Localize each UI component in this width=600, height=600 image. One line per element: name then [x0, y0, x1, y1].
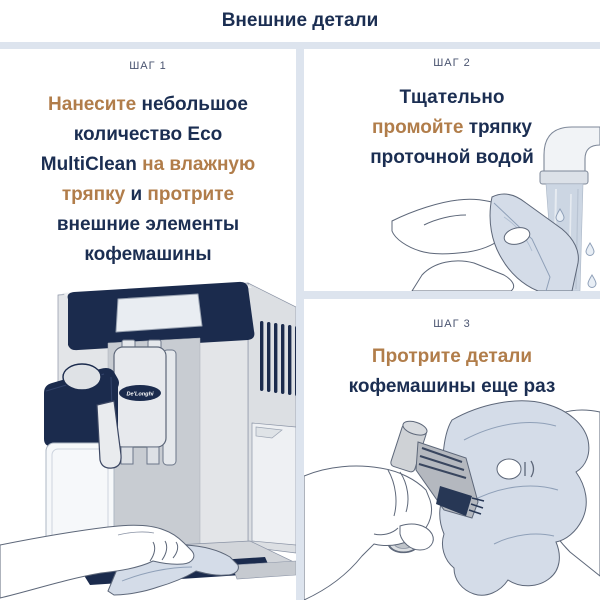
instruction-segment: кофемашины — [84, 244, 212, 265]
header-divider — [0, 42, 600, 49]
rinse-cloth-illustration — [391, 126, 600, 291]
step-3-label: ШАГ 3 — [433, 318, 471, 330]
motion-marks — [524, 460, 535, 478]
page-title: Внешние детали — [221, 10, 379, 31]
thumb-gap — [503, 227, 531, 245]
wiping-hand — [0, 524, 195, 599]
instruction-segment: на влажную — [142, 154, 256, 175]
instruction-segment: проточной водой — [370, 147, 534, 168]
instruction-segment: тряпку — [468, 117, 532, 138]
step-2-panel: ШАГ 2 Тщательно промойте тряпку проточной … — [304, 49, 600, 291]
brand-badge — [119, 385, 161, 401]
instruction-segment: промойте — [372, 117, 469, 138]
milk-carafe — [44, 363, 122, 556]
instruction-segment: Тщательно — [399, 87, 505, 108]
instruction-segment: MultiClean — [40, 154, 143, 175]
display-screen — [115, 293, 203, 333]
milk-spout — [96, 400, 122, 469]
faucet — [539, 126, 600, 185]
left-thumb — [399, 523, 434, 551]
instruction-segment: небольшое — [141, 94, 248, 115]
drying-cloth — [439, 400, 590, 596]
step-1-label: ШАГ 1 — [129, 60, 167, 72]
machine-side — [247, 282, 296, 554]
brand-badge-text: De'Longhi — [126, 392, 154, 398]
instruction-segment: протрите — [147, 184, 235, 205]
vent-grille — [260, 321, 296, 396]
step-2-label: ШАГ 2 — [433, 57, 471, 69]
wipe-part-illustration — [304, 400, 600, 600]
water-drop — [555, 208, 597, 288]
coffee-dispenser: De'Longhi — [113, 339, 177, 466]
instruction-segment: и — [130, 184, 148, 205]
vertical-divider — [296, 49, 304, 600]
instruction-segment: Протрите детали — [371, 346, 533, 367]
instruction-segment: Нанесите — [48, 94, 142, 115]
thumb-gap — [496, 458, 522, 480]
carafe-knob — [62, 363, 102, 391]
lower-hand — [411, 260, 515, 291]
right-divider — [304, 291, 600, 299]
instruction-segment: кофемашины еще раз — [348, 376, 556, 397]
instruction-segment: внешние элементы — [56, 214, 240, 235]
right-column: ШАГ 2 Тщательно промойте тряпку проточной … — [304, 49, 600, 600]
coffee-machine-illustration: De'Longhi — [0, 281, 296, 599]
left-hand — [304, 465, 433, 600]
step-2-instruction: Тщательно промойте тряпку проточной водой — [304, 83, 600, 173]
step-3-instruction: Протрите детали кофемашины еще раз — [304, 342, 600, 402]
hand-with-cloth — [0, 524, 239, 599]
instruction-segment: тряпку — [61, 184, 131, 205]
instruction-segment: количество Eco — [73, 124, 223, 145]
header: Внешние детали — [0, 0, 600, 42]
step-3-panel: ШАГ 3 Протрите детали кофемашины еще раз — [304, 299, 600, 600]
